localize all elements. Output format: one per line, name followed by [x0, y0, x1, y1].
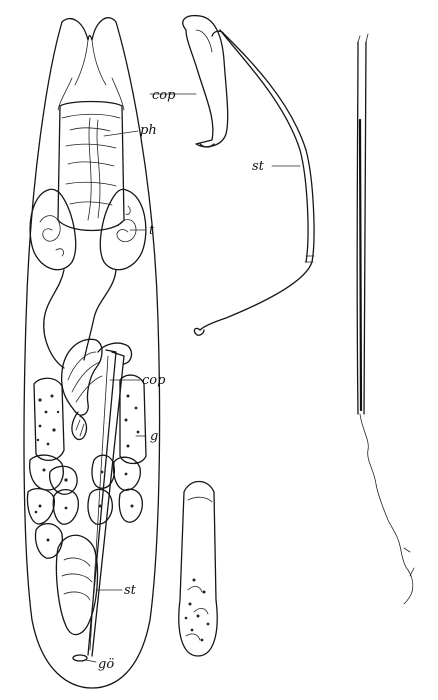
genital-opening — [72, 654, 88, 662]
pharynx — [57, 100, 125, 232]
worm-body — [23, 17, 161, 689]
copulatory-organ-detail — [182, 14, 229, 148]
leader-lines — [85, 93, 301, 663]
label-testis: t — [149, 223, 155, 238]
stylet-in-body — [87, 349, 125, 657]
body-outline — [23, 17, 161, 689]
copulatory-organ — [60, 338, 133, 441]
anterior-cleft — [74, 39, 107, 86]
gut-cells-left — [26, 377, 79, 559]
vas-deferens-left — [43, 269, 65, 369]
label-stylet-body: st — [124, 583, 137, 598]
label-pharynx: ph — [140, 123, 157, 138]
posterior-organ — [55, 534, 99, 636]
label-gut: g — [150, 429, 158, 444]
small-organ — [178, 480, 218, 657]
stylet-detail — [193, 29, 315, 336]
testis-left — [29, 188, 77, 271]
label-genital-opening: gö — [98, 657, 114, 672]
pharynx-pocket — [57, 77, 125, 111]
label-cop-detail: cop — [152, 88, 176, 103]
label-cop-body: cop — [142, 373, 166, 388]
gut-cells-right — [87, 374, 147, 525]
vas-deferens-right — [83, 269, 117, 361]
label-stylet-detail: st — [252, 159, 265, 174]
testis-right — [99, 188, 147, 271]
long-stylet — [356, 33, 415, 605]
